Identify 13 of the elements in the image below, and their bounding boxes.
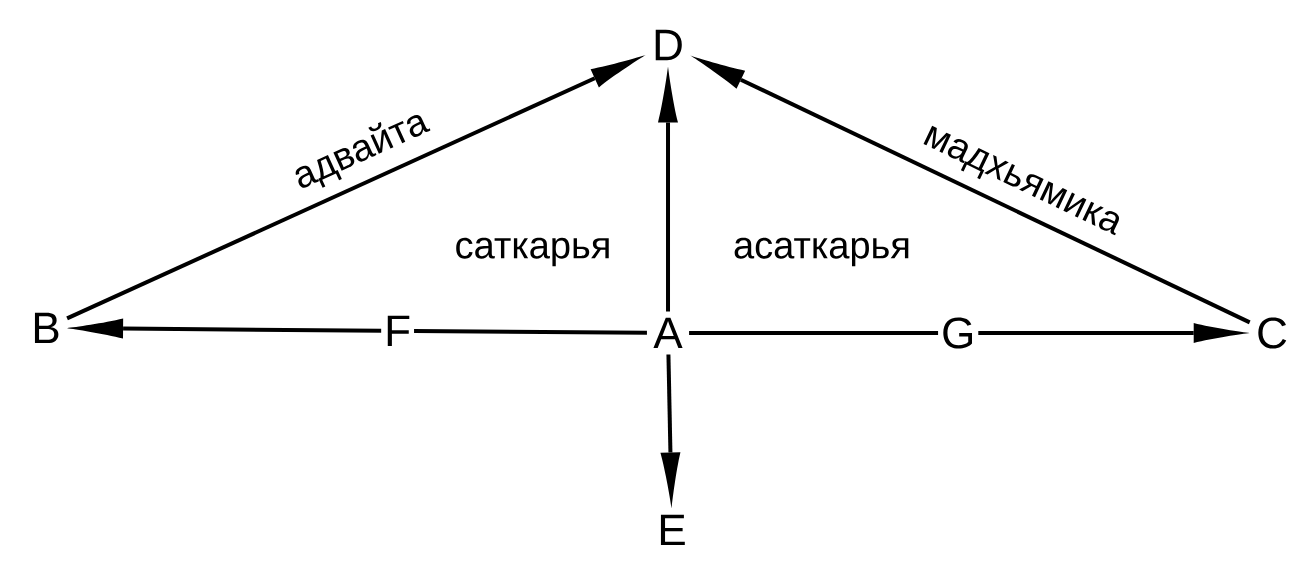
vertex-letter: A [653,317,683,349]
region-label: асаткарья [734,237,909,267]
arrow [690,55,1251,325]
arrow [66,55,646,321]
arrow [660,354,681,509]
vertex-letter: E [660,514,685,546]
edge-label: F [381,312,415,349]
vertex-letter: C [1258,317,1287,349]
edge-label: G [938,314,979,352]
region-label: саткарья [456,237,609,267]
vertex-letter: D [655,29,682,61]
arrow [67,318,647,339]
vertex-letter: B [34,312,59,344]
